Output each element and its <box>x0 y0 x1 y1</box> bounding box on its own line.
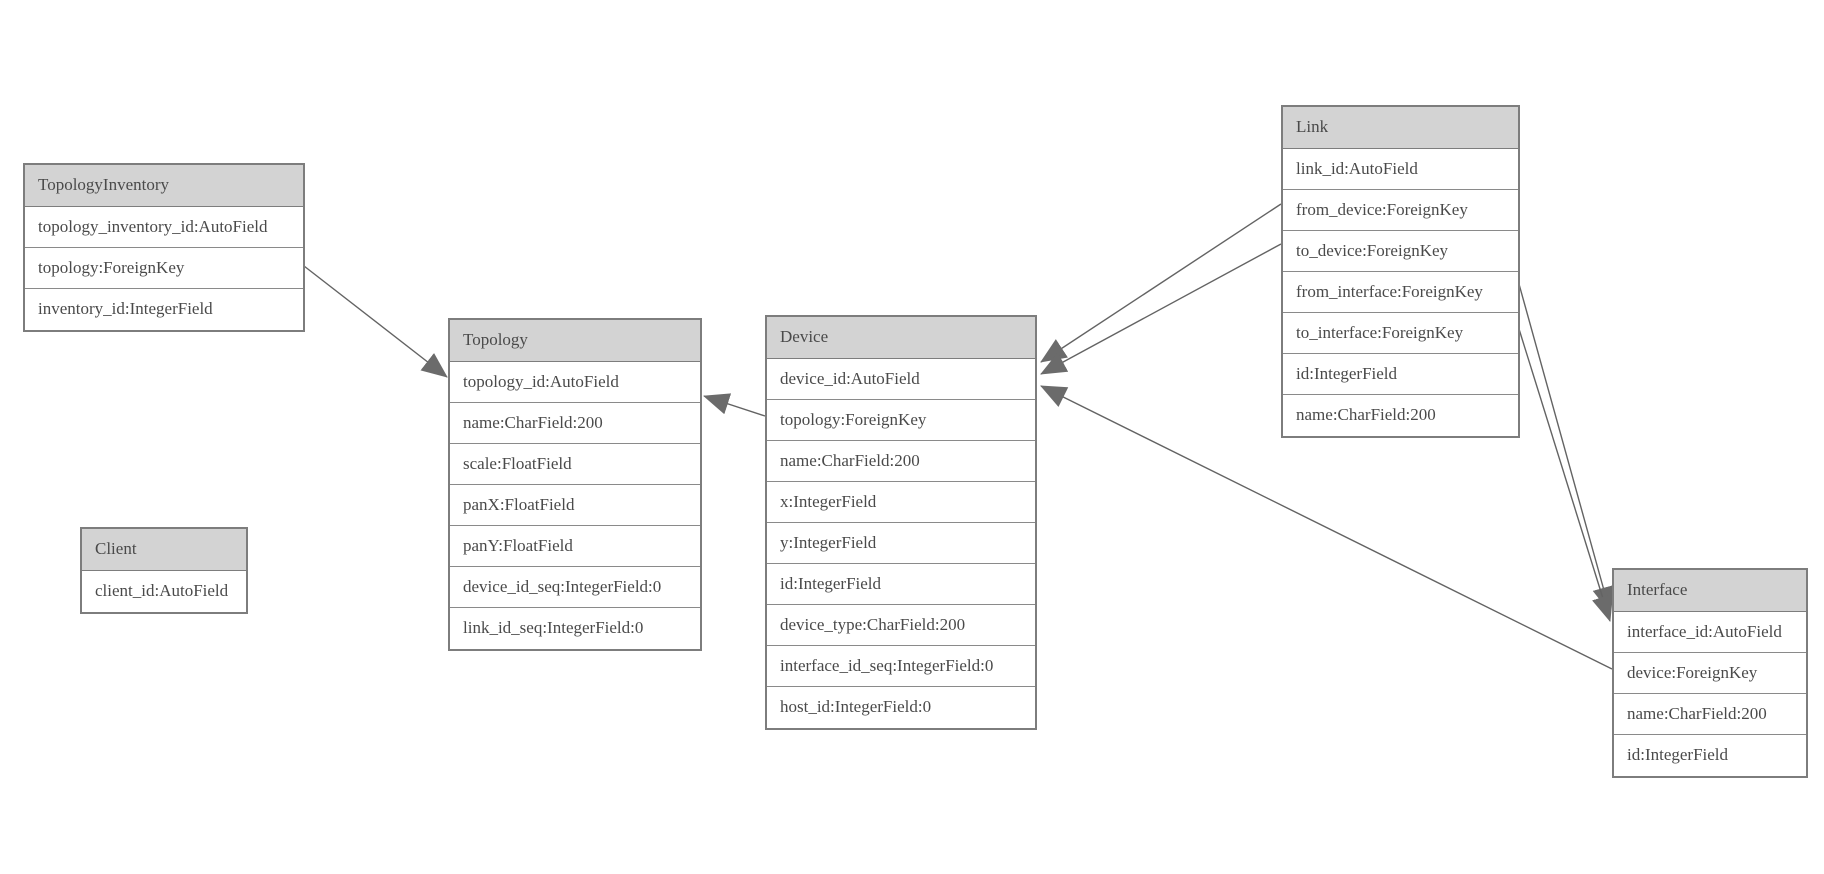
entity-field: x:IntegerField <box>767 482 1035 523</box>
entity-field: from_interface:ForeignKey <box>1283 272 1518 313</box>
entity-title-device: Device <box>767 317 1035 359</box>
entity-field: device_id:AutoField <box>767 359 1035 400</box>
entity-field: name:CharField:200 <box>1283 395 1518 436</box>
entity-field: interface_id_seq:IntegerField:0 <box>767 646 1035 687</box>
entity-field: host_id:IntegerField:0 <box>767 687 1035 728</box>
entity-field: id:IntegerField <box>1614 735 1806 776</box>
entity-field: to_interface:ForeignKey <box>1283 313 1518 354</box>
entity-field: y:IntegerField <box>767 523 1035 564</box>
entity-field: device:ForeignKey <box>1614 653 1806 694</box>
entity-field: device_type:CharField:200 <box>767 605 1035 646</box>
entity-field: link_id:AutoField <box>1283 149 1518 190</box>
entity-title-topology: Topology <box>450 320 700 362</box>
edge-link-to-interface-to-interface <box>1518 328 1614 622</box>
entity-field: name:CharField:200 <box>450 403 700 444</box>
entity-title-client: Client <box>82 529 246 571</box>
edge-link-from-interface-to-interface <box>1518 283 1614 613</box>
entity-field: scale:FloatField <box>450 444 700 485</box>
entity-field: name:CharField:200 <box>767 441 1035 482</box>
entity-field: name:CharField:200 <box>1614 694 1806 735</box>
edge-topologyinventory-topology-to-topology <box>303 265 448 378</box>
entity-field: topology:ForeignKey <box>25 248 303 289</box>
entity-field: interface_id:AutoField <box>1614 612 1806 653</box>
entity-field: inventory_id:IntegerField <box>25 289 303 330</box>
entity-field: topology_id:AutoField <box>450 362 700 403</box>
entity-title-topologyinventory: TopologyInventory <box>25 165 303 207</box>
edge-link-to-device-to-device <box>1040 243 1282 375</box>
entity-field: topology_inventory_id:AutoField <box>25 207 303 248</box>
entity-field: panX:FloatField <box>450 485 700 526</box>
entity-title-interface: Interface <box>1614 570 1806 612</box>
entity-field: link_id_seq:IntegerField:0 <box>450 608 700 649</box>
entity-title-link: Link <box>1283 107 1518 149</box>
entity-field: client_id:AutoField <box>82 571 246 612</box>
edge-link-from-device-to-device <box>1040 203 1282 363</box>
entity-field: from_device:ForeignKey <box>1283 190 1518 231</box>
entity-field: id:IntegerField <box>767 564 1035 605</box>
entity-field: panY:FloatField <box>450 526 700 567</box>
entity-field: to_device:ForeignKey <box>1283 231 1518 272</box>
edge-device-topology-to-topology <box>703 393 766 417</box>
entity-field: device_id_seq:IntegerField:0 <box>450 567 700 608</box>
entity-field: topology:ForeignKey <box>767 400 1035 441</box>
entity-field: id:IntegerField <box>1283 354 1518 395</box>
